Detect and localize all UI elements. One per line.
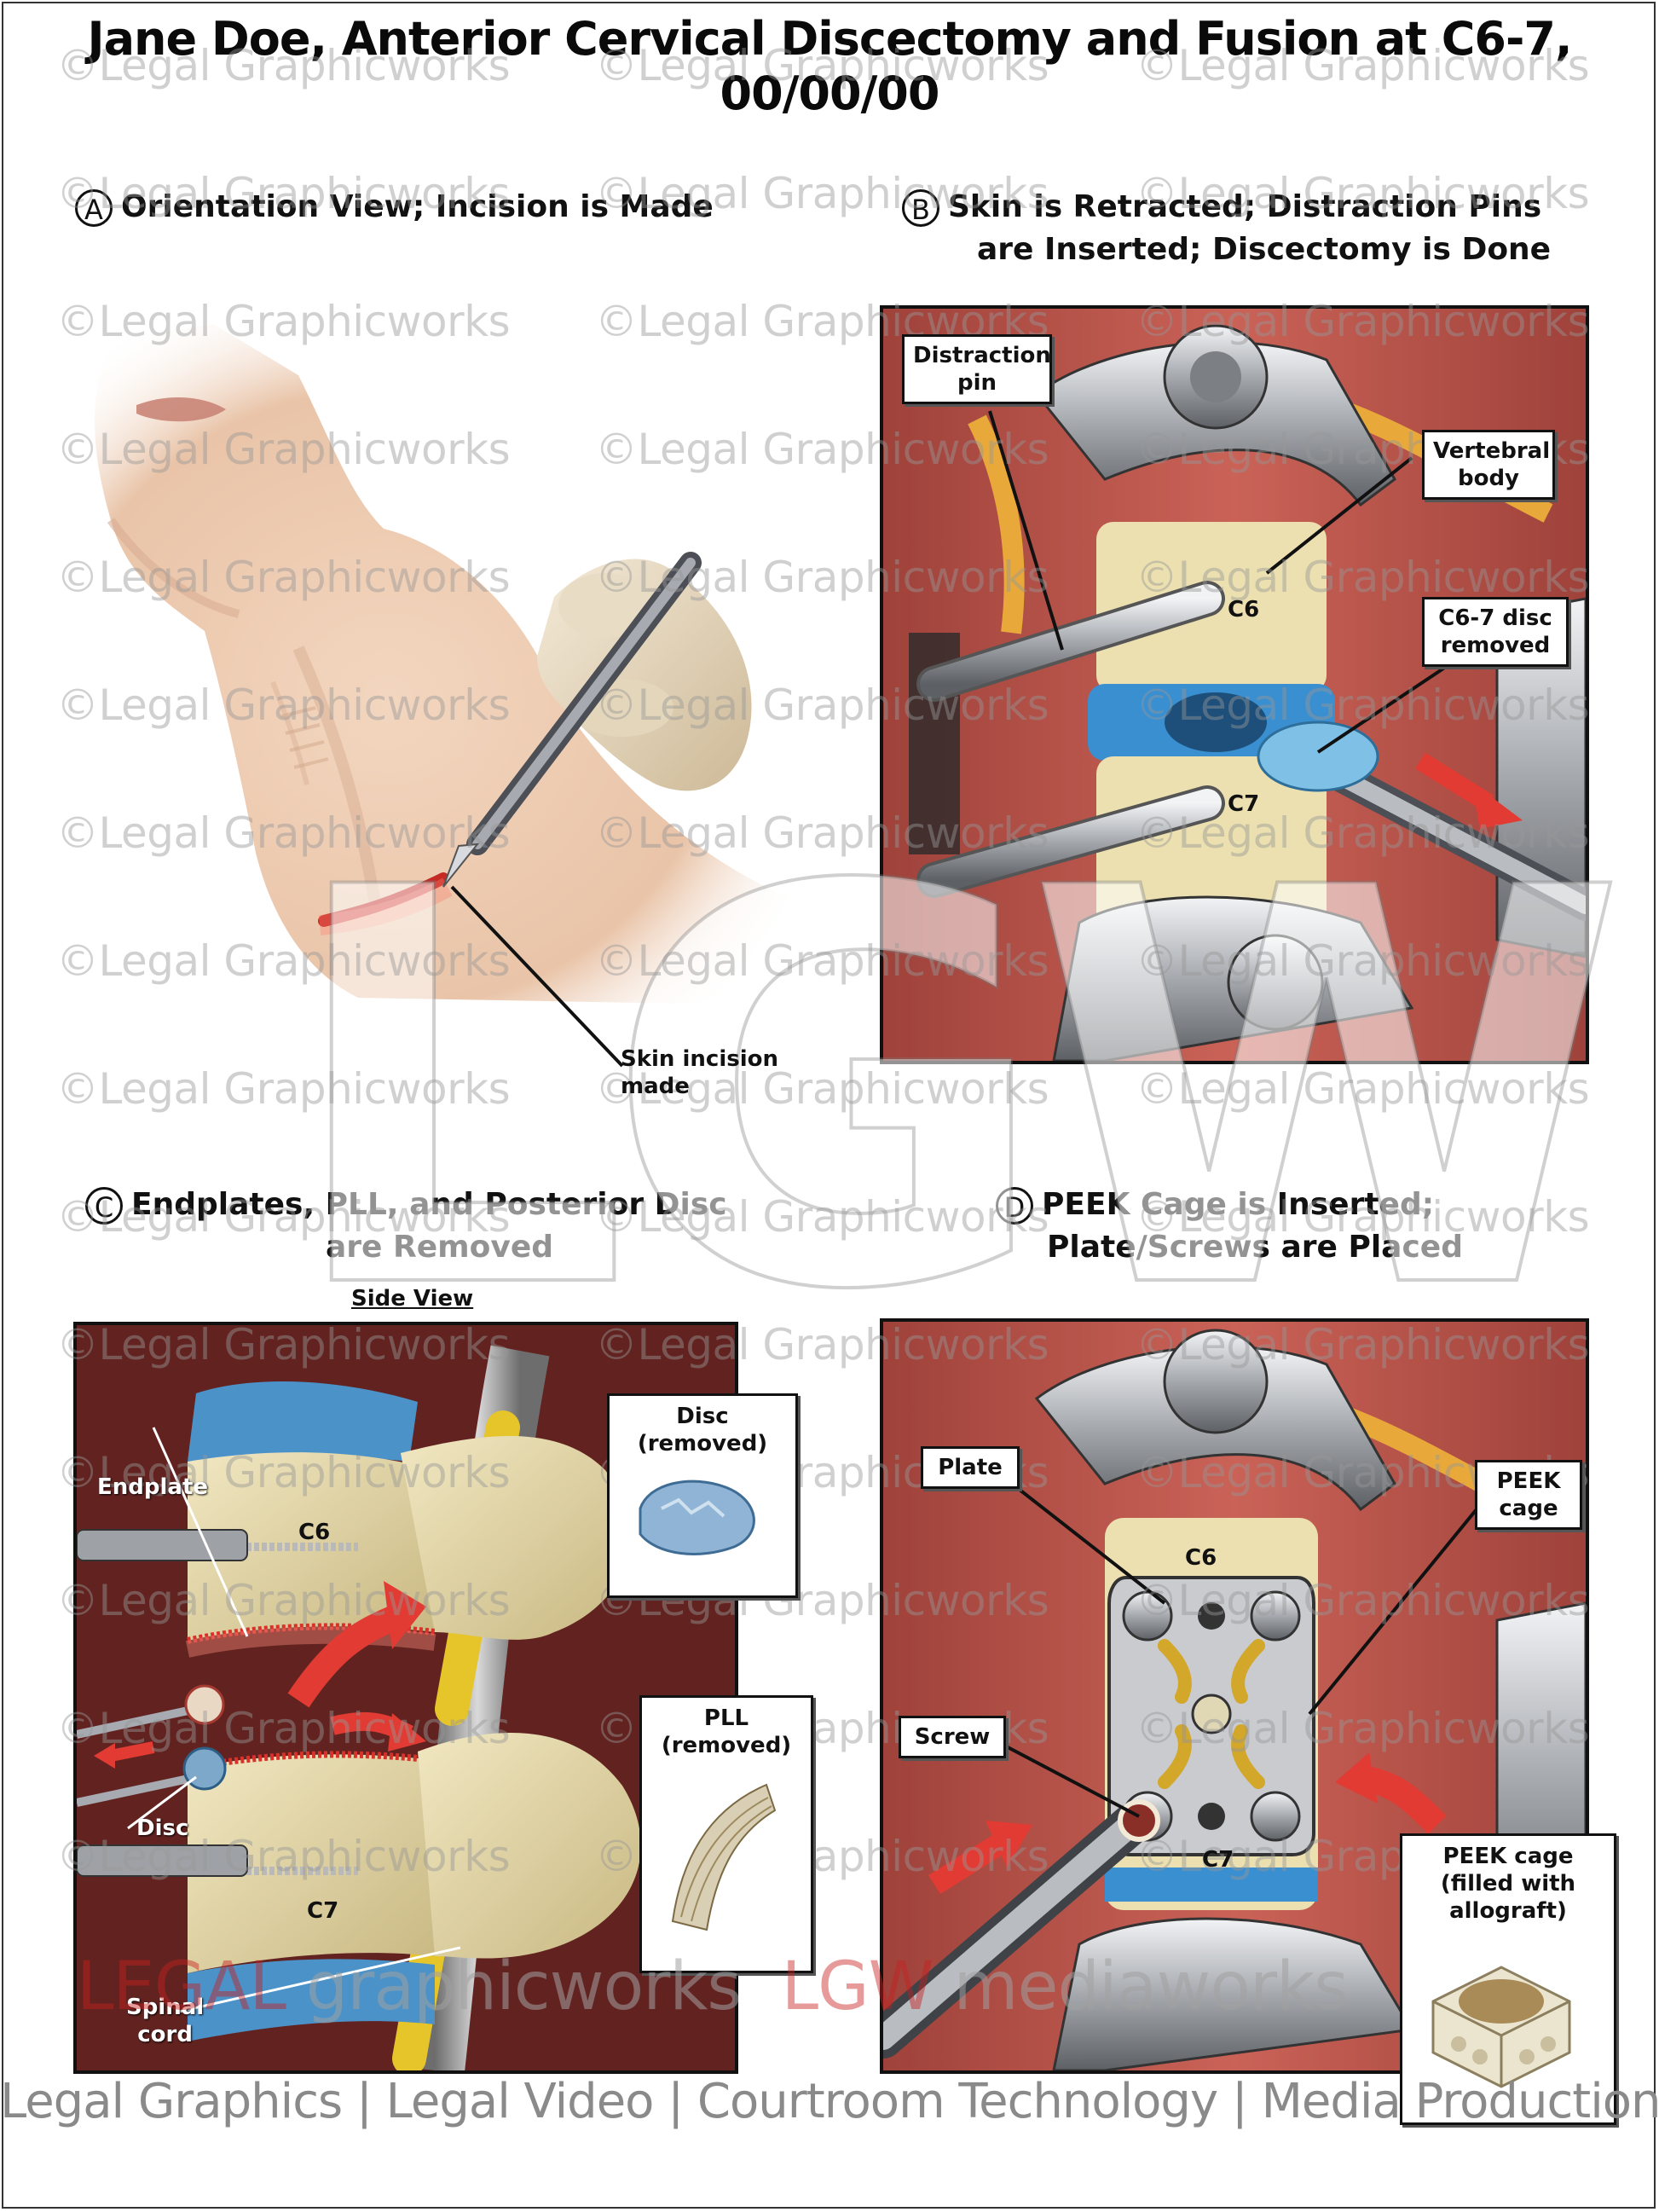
- panel-c-letter: C: [85, 1187, 123, 1225]
- callout-screw: Screw: [899, 1716, 1006, 1758]
- label-c6-b: C6: [1228, 597, 1260, 622]
- panel-d-letter: D: [996, 1187, 1033, 1225]
- callout-peek-cage: PEEK cage: [1475, 1460, 1582, 1530]
- label-c6-c: C6: [298, 1520, 331, 1545]
- label-c7-b: C7: [1228, 791, 1260, 817]
- label-c6-d: C6: [1185, 1545, 1217, 1571]
- side-view-label: Side View: [351, 1286, 474, 1312]
- panel-a-heading-text: Orientation View; Incision is Made: [121, 189, 714, 224]
- label-c7-c: C7: [307, 1898, 339, 1924]
- callout-plate: Plate: [921, 1446, 1020, 1489]
- discectomy-illustration: [883, 309, 1586, 1061]
- footer-services: Legal Graphics | Legal Video | Courtroom…: [0, 2074, 1659, 2129]
- brand-mediaworks: mediaworks: [933, 1949, 1348, 2025]
- brand-lgw: LGW: [781, 1949, 934, 2025]
- callout-distraction-pin: Distraction pin: [902, 334, 1052, 404]
- title-line-2: 00/00/00: [720, 67, 940, 120]
- callout-vertebral-body: Vertebral body: [1422, 430, 1555, 500]
- brand-legal: LEGAL: [77, 1949, 286, 2025]
- brand-graphicworks: graphicworks: [286, 1949, 742, 2025]
- brand-watermark: LEGAL graphicworks LGW mediaworks: [77, 1949, 1349, 2025]
- label-disc: Disc: [136, 1815, 189, 1841]
- peek-cage-image: [1431, 1966, 1571, 2088]
- panel-a-illustration: [77, 324, 844, 1074]
- title-line-1: Jane Doe, Anterior Cervical Discectomy a…: [87, 12, 1573, 66]
- inset-pll-removed: PLL (removed): [639, 1695, 813, 1973]
- page-title: Jane Doe, Anterior Cervical Discectomy a…: [0, 12, 1659, 121]
- callout-disc-removed: C6-7 disc removed: [1422, 597, 1569, 667]
- inset-disc-removed: Disc (removed): [607, 1393, 798, 1598]
- neck-illustration: [95, 324, 827, 1068]
- label-spinal-cord: Spinal cord: [126, 1995, 205, 2047]
- label-skin-incision: Skin incision made: [621, 1046, 778, 1099]
- panel-b-illustration: [880, 305, 1589, 1064]
- label-endplate: Endplate: [97, 1474, 209, 1500]
- panel-b-letter: B: [902, 189, 939, 227]
- panel-a-letter: A: [75, 189, 113, 227]
- label-c7-d: C7: [1202, 1847, 1234, 1873]
- disc-fragment-image: [639, 1479, 755, 1555]
- panel-c-illustration: [73, 1322, 738, 2074]
- side-view-illustration: [77, 1325, 735, 2070]
- inset-peek-cage-filled: PEEK cage (filled with allograft): [1400, 1833, 1616, 2125]
- pll-fragment-image: [671, 1783, 777, 1931]
